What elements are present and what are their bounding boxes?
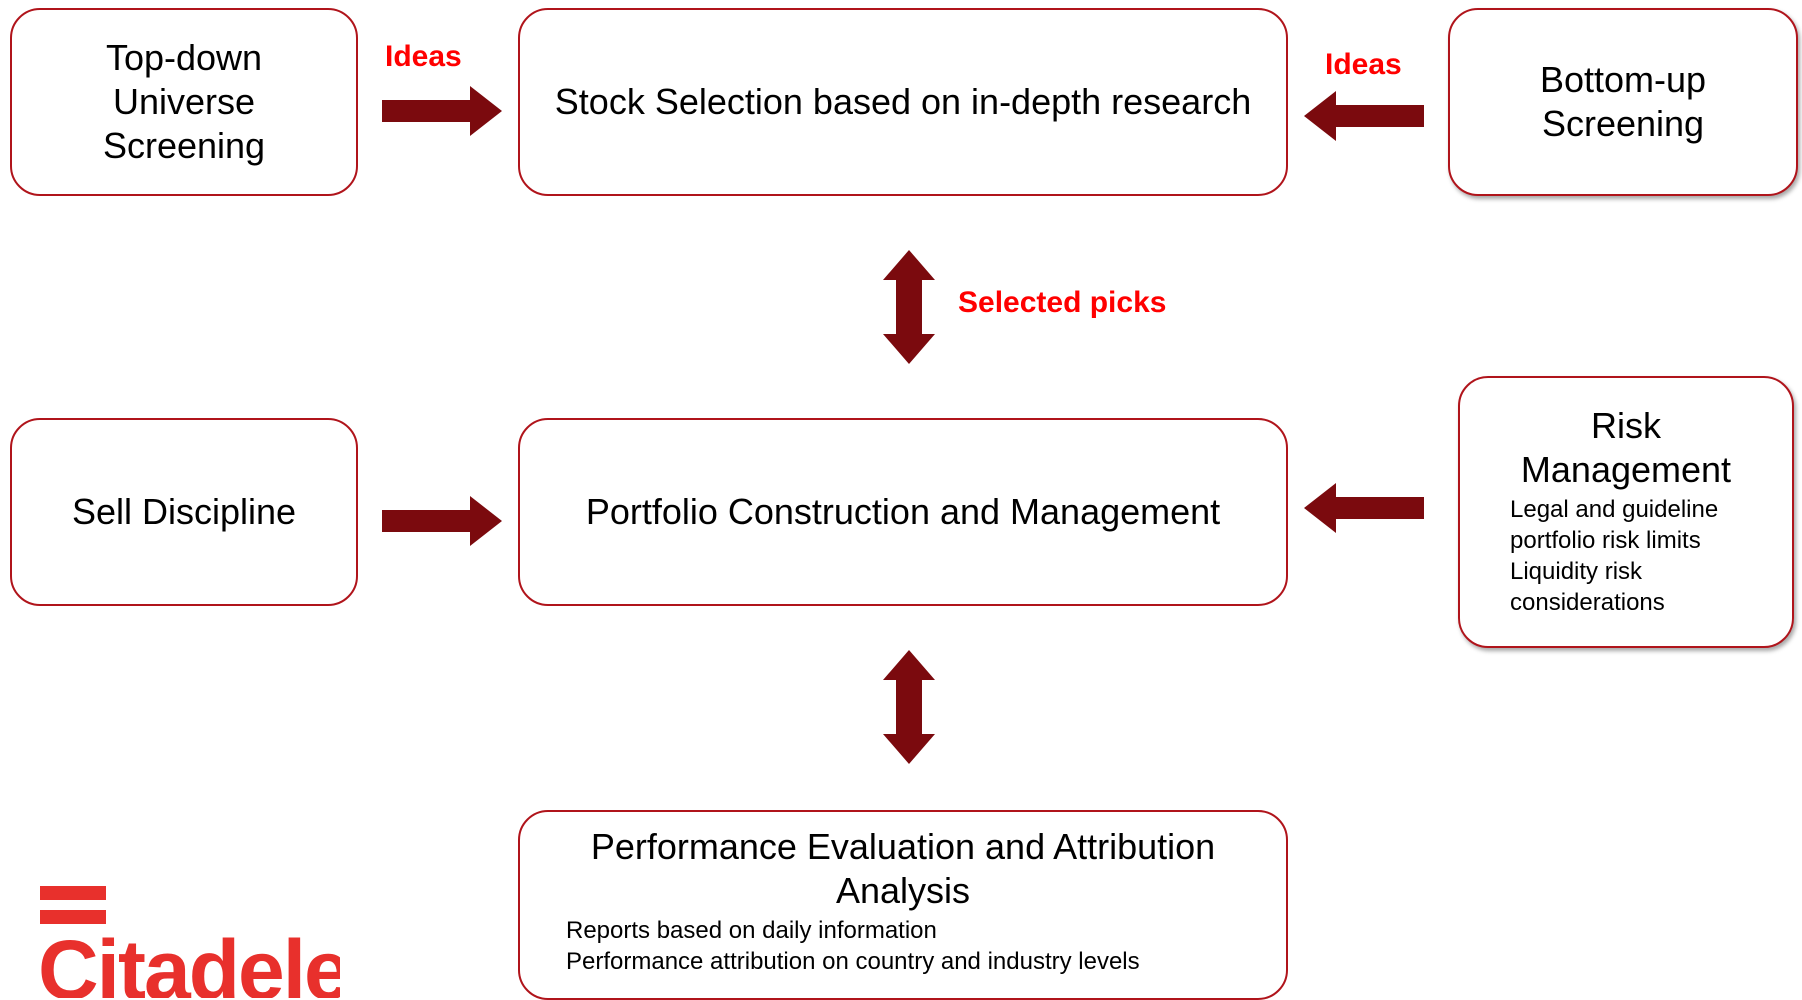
sell-discipline-text: Sell Discipline xyxy=(71,491,297,533)
bottom-up-screening-text: Bottom-up Screening xyxy=(1539,59,1707,144)
portfolio-construction-box: Portfolio Construction and Management xyxy=(518,418,1288,606)
performance-evaluation-title: Performance Evaluation and Attribution A… xyxy=(590,826,1216,911)
logo-bar-icon xyxy=(40,886,106,900)
ideas-label-left: Ideas xyxy=(385,40,462,73)
risk-management-details: Legal and guideline portfolio risk limit… xyxy=(1510,495,1719,617)
up-down-arrow-icon xyxy=(883,650,935,764)
selected-picks-label: Selected picks xyxy=(958,286,1167,319)
performance-evaluation-details: Reports based on daily information Perfo… xyxy=(566,916,1140,975)
top-down-screening-text: Top-down Universe Screening xyxy=(102,37,266,166)
stock-selection-box: Stock Selection based on in-depth resear… xyxy=(518,8,1288,196)
citadele-logo: Citadele xyxy=(40,880,340,998)
right-arrow-icon xyxy=(382,496,502,546)
logo-text: Citadele xyxy=(40,923,340,998)
left-arrow-icon xyxy=(1304,91,1424,141)
bottom-up-screening-box: Bottom-up Screening xyxy=(1448,8,1798,196)
portfolio-construction-text: Portfolio Construction and Management xyxy=(585,491,1221,533)
right-arrow-icon xyxy=(382,86,502,136)
sell-discipline-box: Sell Discipline xyxy=(10,418,358,606)
stock-selection-text: Stock Selection based on in-depth resear… xyxy=(554,81,1252,123)
left-arrow-icon xyxy=(1304,483,1424,533)
logo-bar-icon xyxy=(40,910,106,924)
risk-management-title: Risk Management xyxy=(1520,405,1732,490)
ideas-label-right: Ideas xyxy=(1325,48,1402,81)
top-down-screening-box: Top-down Universe Screening xyxy=(10,8,358,196)
performance-evaluation-box: Performance Evaluation and Attribution A… xyxy=(518,810,1288,1000)
up-down-arrow-icon xyxy=(883,250,935,364)
risk-management-box: Risk Management Legal and guideline port… xyxy=(1458,376,1794,648)
